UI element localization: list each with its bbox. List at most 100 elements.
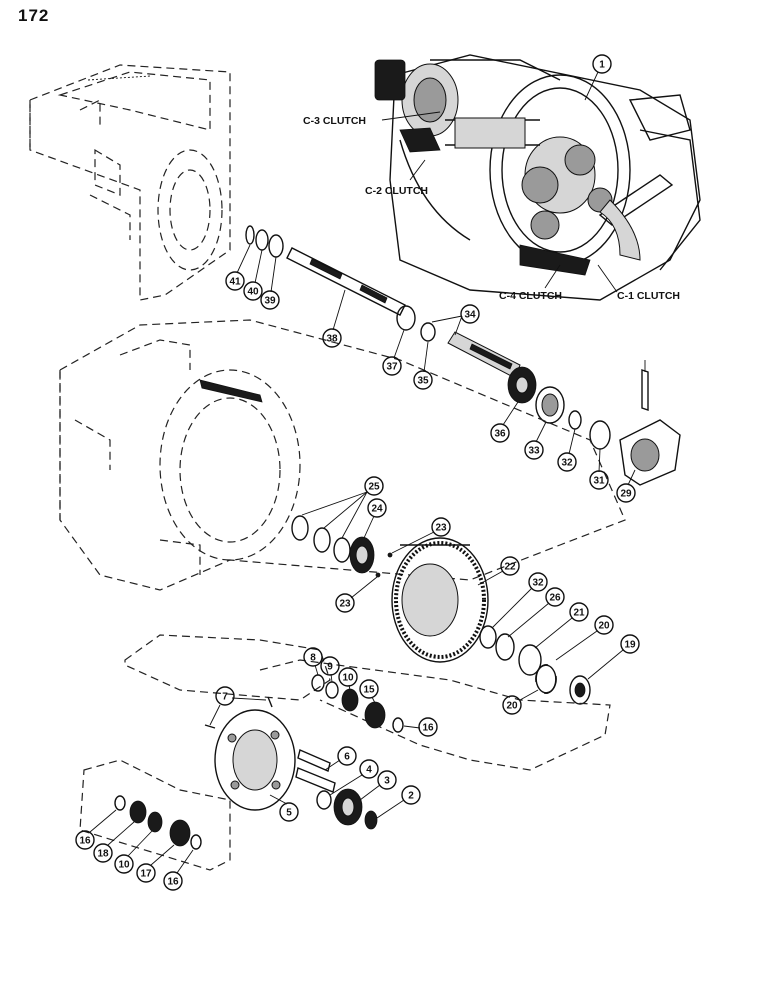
callout-10-lower: 10 <box>114 830 153 874</box>
svg-text:32: 32 <box>532 578 544 589</box>
callout-22: 22 <box>477 556 520 586</box>
callout-29: 29 <box>616 469 636 503</box>
svg-text:7: 7 <box>222 692 228 703</box>
callout-19: 19 <box>587 634 640 680</box>
svg-text:20: 20 <box>598 621 610 632</box>
callout-3: 3 <box>359 770 397 801</box>
svg-text:5: 5 <box>286 808 292 819</box>
planet-carrier-group <box>204 674 404 830</box>
input-shaft-group <box>245 225 521 379</box>
callout-23-upper: 23 <box>391 517 451 554</box>
svg-text:39: 39 <box>264 296 276 307</box>
callout-16-mid: 16 <box>403 717 438 737</box>
upper-housing <box>29 64 231 301</box>
svg-text:8: 8 <box>310 653 316 664</box>
callout-33: 33 <box>524 421 547 460</box>
svg-text:41: 41 <box>229 277 241 288</box>
callout-36: 36 <box>490 401 519 443</box>
svg-text:19: 19 <box>624 640 636 651</box>
svg-text:26: 26 <box>549 593 561 604</box>
svg-text:34: 34 <box>464 310 476 321</box>
svg-text:32: 32 <box>561 458 573 469</box>
callout-20-lower: 20 <box>502 689 539 715</box>
svg-text:9: 9 <box>327 662 333 673</box>
callout-32-lower: 32 <box>491 572 548 629</box>
callout-8: 8 <box>303 647 323 676</box>
svg-text:17: 17 <box>140 869 152 880</box>
svg-text:16: 16 <box>167 877 179 888</box>
callout-9: 9 <box>320 656 340 683</box>
callout-16-bottom: 16 <box>163 849 194 891</box>
callout-37: 37 <box>382 329 405 376</box>
callout-25: 25 <box>301 476 384 539</box>
callout-26: 26 <box>507 587 565 638</box>
callout-2: 2 <box>376 785 421 819</box>
clutch-label-c2: C-2 CLUTCH <box>365 159 428 197</box>
svg-text:38: 38 <box>326 334 338 345</box>
svg-text:37: 37 <box>386 362 398 373</box>
svg-text:10: 10 <box>118 860 130 871</box>
callout-39: 39 <box>260 256 280 310</box>
svg-text:40: 40 <box>247 287 259 298</box>
callout-38: 38 <box>322 289 346 348</box>
svg-text:3: 3 <box>384 776 390 787</box>
svg-text:2: 2 <box>408 791 414 802</box>
callout-7: 7 <box>209 686 267 726</box>
svg-text:23: 23 <box>435 523 447 534</box>
svg-text:21: 21 <box>573 608 585 619</box>
callout-35: 35 <box>413 341 433 390</box>
svg-text:24: 24 <box>371 504 383 515</box>
callout-31: 31 <box>589 448 609 490</box>
drum-group <box>291 515 489 663</box>
svg-text:18: 18 <box>97 849 109 860</box>
svg-text:16: 16 <box>79 836 91 847</box>
svg-text:25: 25 <box>368 482 380 493</box>
callout-23-lower: 23 <box>335 576 378 613</box>
svg-text:10: 10 <box>342 673 354 684</box>
page-number: 172 <box>18 6 50 25</box>
svg-text:36: 36 <box>494 429 506 440</box>
callout-10-upper: 10 <box>338 667 358 691</box>
callout-17: 17 <box>136 844 175 883</box>
callout-41: 41 <box>225 244 251 291</box>
callout-18: 18 <box>93 821 135 863</box>
lower-dashed-guides <box>79 634 611 871</box>
callout-40: 40 <box>243 249 263 301</box>
svg-text:29: 29 <box>620 489 632 500</box>
svg-text:1: 1 <box>599 60 605 71</box>
svg-text:C-1 CLUTCH: C-1 CLUTCH <box>617 290 680 302</box>
callout-34: 34 <box>431 304 480 336</box>
bottom-bearing-group <box>114 795 202 850</box>
output-gear-group <box>507 360 681 486</box>
svg-text:35: 35 <box>417 376 429 387</box>
callout-15: 15 <box>359 679 379 704</box>
callout-32-upper: 32 <box>557 428 577 472</box>
svg-text:C-3 CLUTCH: C-3 CLUTCH <box>303 115 366 127</box>
svg-text:31: 31 <box>593 476 605 487</box>
callout-5: 5 <box>269 794 299 822</box>
svg-text:23: 23 <box>339 599 351 610</box>
callout-4: 4 <box>329 759 379 796</box>
middle-housing <box>59 319 626 591</box>
svg-text:C-4 CLUTCH: C-4 CLUTCH <box>499 290 562 302</box>
callout-1: 1 <box>584 54 612 101</box>
svg-text:33: 33 <box>528 446 540 457</box>
clutch-assembly <box>374 54 701 301</box>
svg-text:15: 15 <box>363 685 375 696</box>
clutch-label-c1: C-1 CLUTCH <box>597 264 680 302</box>
snap-ring-group <box>479 625 591 705</box>
callout-16-left: 16 <box>75 809 117 850</box>
svg-text:22: 22 <box>504 562 516 573</box>
callout-24: 24 <box>363 498 387 539</box>
clutch-label-c4: C-4 CLUTCH <box>499 264 562 302</box>
svg-text:16: 16 <box>422 723 434 734</box>
svg-text:C-2 CLUTCH: C-2 CLUTCH <box>365 185 428 197</box>
callout-6: 6 <box>324 746 357 771</box>
svg-text:6: 6 <box>344 752 350 763</box>
svg-text:20: 20 <box>506 701 518 712</box>
clutch-label-c3: C-3 CLUTCH <box>303 111 441 127</box>
callout-21: 21 <box>534 602 589 649</box>
svg-text:4: 4 <box>366 765 372 776</box>
callout-20-upper: 20 <box>555 615 614 661</box>
